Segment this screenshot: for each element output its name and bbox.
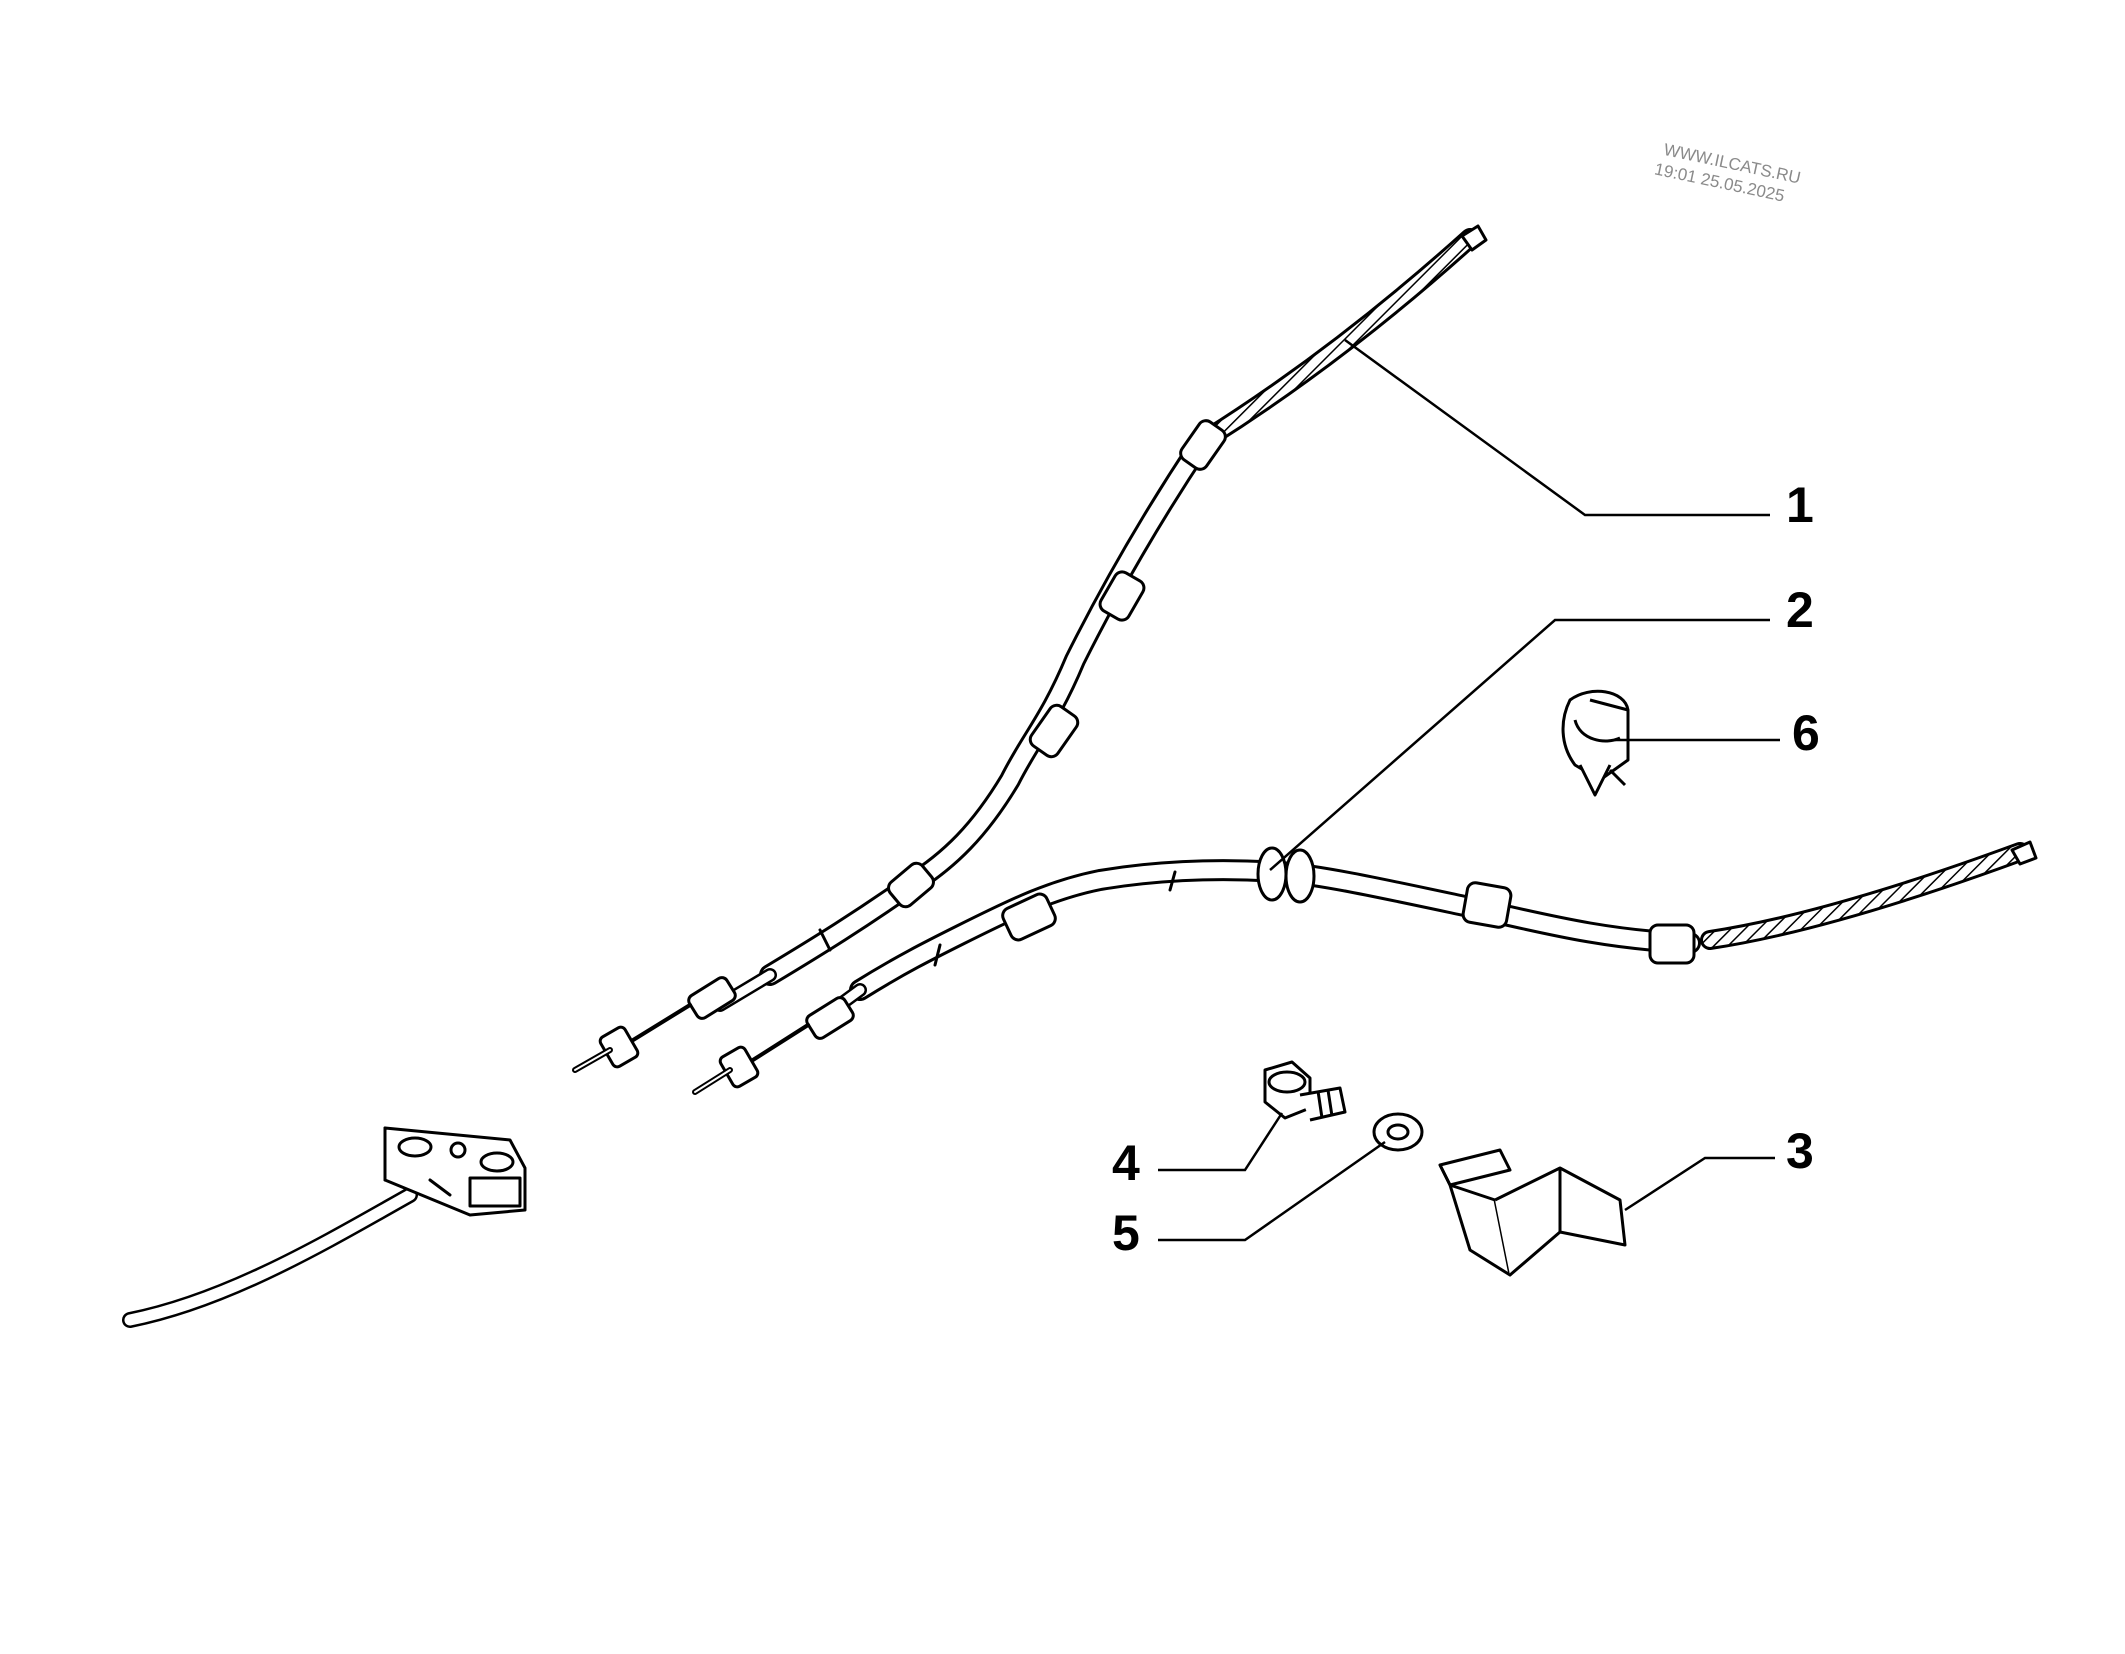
watermark: WWW.ILCATS.RU 19:01 25.05.2025 <box>1653 140 1803 206</box>
leader-line-2 <box>1269 618 1770 871</box>
leader-line-5 <box>1158 1140 1386 1242</box>
leader-lines <box>1158 338 1780 1242</box>
washer-icon <box>1372 1112 1424 1152</box>
callout-6: 6 <box>1792 705 1820 761</box>
clip-icon <box>1561 689 1630 797</box>
leader-line-1 <box>1344 338 1770 517</box>
callout-2: 2 <box>1786 582 1814 638</box>
leader-line-3 <box>1624 1156 1775 1212</box>
equalizer-connector-icon <box>122 1126 527 1328</box>
callout-4: 4 <box>1112 1135 1140 1191</box>
callout-5: 5 <box>1112 1205 1140 1261</box>
bracket-icon <box>1438 1148 1627 1277</box>
cable-upper-icon <box>572 224 1488 1073</box>
bolt-icon <box>1263 1060 1347 1122</box>
cable-lower-icon <box>692 840 2038 1095</box>
leader-line-4 <box>1158 1112 1284 1172</box>
callout-1: 1 <box>1786 477 1814 533</box>
callout-3: 3 <box>1786 1123 1814 1179</box>
